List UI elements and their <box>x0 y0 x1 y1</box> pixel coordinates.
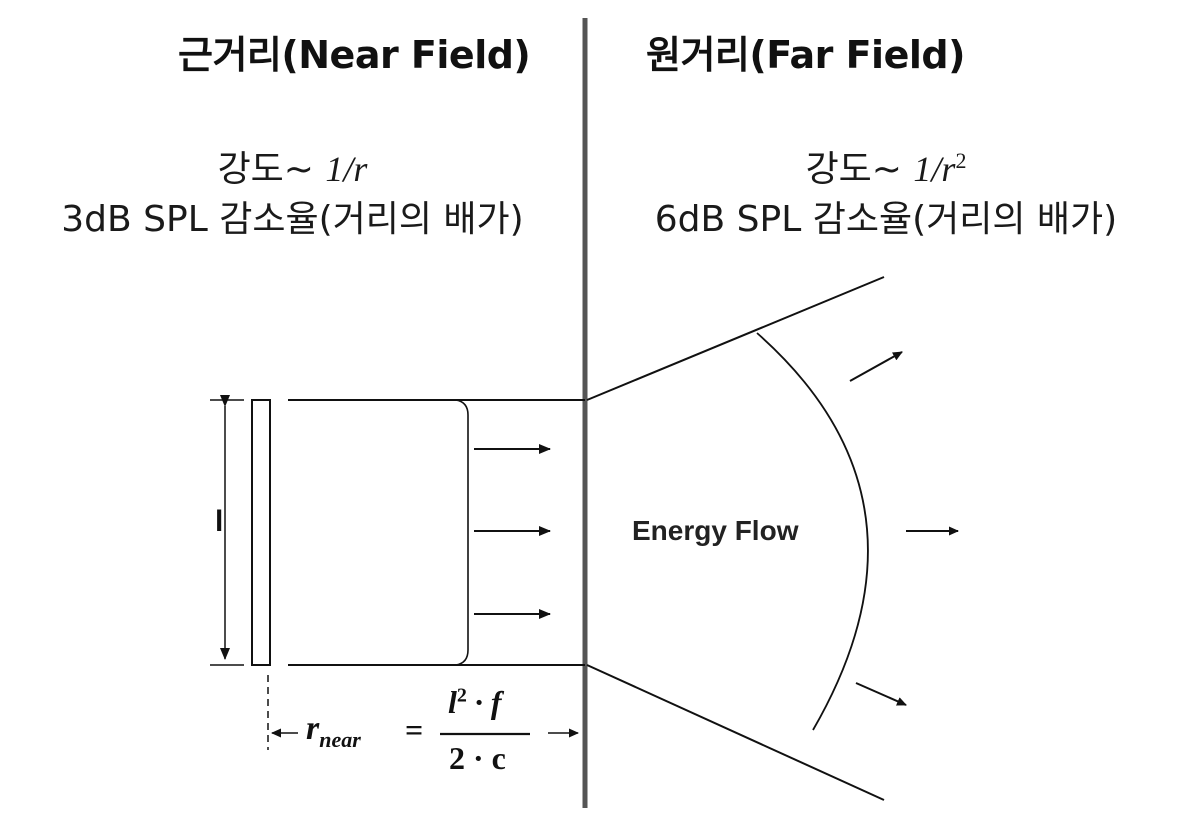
formula-r-subscript: near <box>319 726 361 752</box>
formula-equals: = <box>405 712 424 748</box>
far-intensity: 강도~ 1/r2 <box>592 140 1180 192</box>
near-intensity-prefix: 강도~ <box>217 149 326 190</box>
formula-num-rest: · f <box>466 684 502 720</box>
far-beam-upper-line <box>586 276 885 401</box>
planar-wavefront <box>455 399 469 666</box>
spherical-wavefront <box>756 332 869 731</box>
far-intensity-prefix: 강도~ <box>805 149 914 190</box>
energy-flow-label: Energy Flow <box>632 515 799 546</box>
formula-num-exp: 2 <box>456 684 467 707</box>
near-intensity-expr: 1/r <box>325 149 368 189</box>
formula-lhs: rnear <box>306 710 361 753</box>
formula-denominator: 2 · c <box>449 740 506 776</box>
near-decay-rate: 3dB SPL 감소율(거리의 배가) <box>61 199 524 240</box>
far-energy-arrow-down <box>855 682 907 706</box>
sound-source-plate <box>251 399 271 666</box>
far-energy-arrow-up <box>849 351 903 382</box>
formula-numerator: l2 · f <box>448 684 502 721</box>
formula-num-l: l <box>448 684 457 720</box>
far-decay-rate: 6dB SPL 감소율(거리의 배가) <box>654 199 1118 240</box>
near-intensity: 강도~ 1/r <box>0 140 585 192</box>
source-width-label: l <box>215 505 224 538</box>
far-intensity-expr: 1/r <box>913 149 956 189</box>
far-field-title: 원거리(Far Field) <box>646 33 965 77</box>
near-field-title: 근거리(Near Field) <box>178 33 531 77</box>
far-beam-lower-line <box>586 664 885 801</box>
far-intensity-exp: 2 <box>955 148 967 173</box>
formula-r: r <box>306 710 320 747</box>
